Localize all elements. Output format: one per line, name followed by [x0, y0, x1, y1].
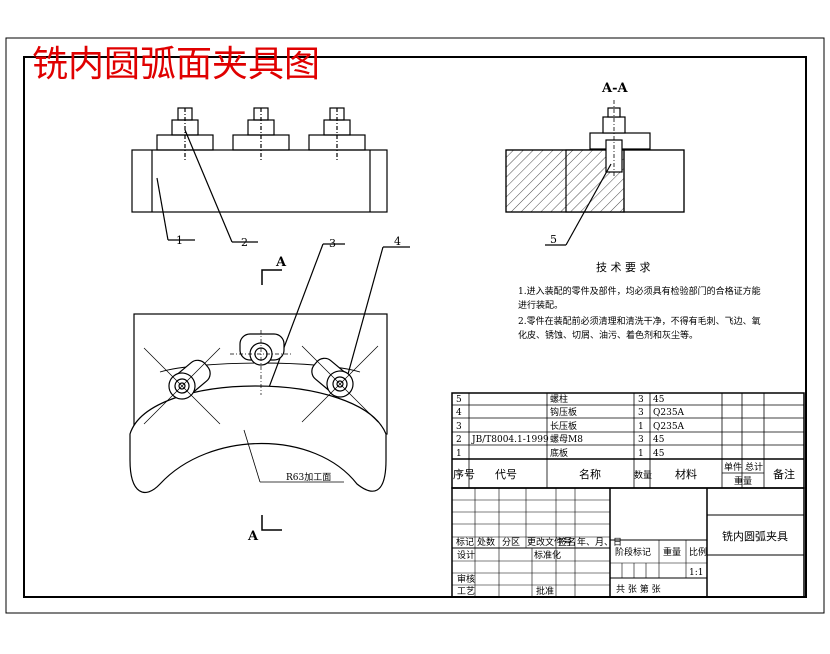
bom-table: [451, 392, 805, 489]
svg-text:螺母M8: 螺母M8: [550, 434, 583, 445]
svg-text:共 张 第 张: 共 张 第 张: [616, 583, 661, 595]
bom-row: 4 钩压板 3 Q235A: [456, 406, 685, 418]
svg-text:Q235A: Q235A: [653, 408, 685, 418]
svg-text:3: 3: [638, 408, 644, 418]
svg-text:名称: 名称: [579, 467, 601, 481]
svg-text:工艺: 工艺: [457, 586, 475, 597]
balloon-4: 4: [394, 235, 401, 248]
svg-text:重量: 重量: [734, 475, 752, 487]
svg-text:JB/T8004.1-1999: JB/T8004.1-1999: [471, 435, 549, 445]
svg-text:3: 3: [456, 422, 462, 432]
svg-text:审核: 审核: [457, 573, 475, 585]
title-block: [451, 487, 805, 598]
svg-text:3: 3: [638, 435, 644, 445]
svg-text:45: 45: [653, 395, 665, 405]
top-view: [129, 269, 388, 531]
bom-rows: 5 螺柱 3 45 4 钩压板 3 Q235A 3 长压板 1 Q235A 2 …: [453, 393, 795, 487]
bom-row: 3 长压板 1 Q235A: [456, 420, 685, 432]
section-mark-top: A: [275, 255, 287, 270]
section-view: [505, 100, 685, 246]
svg-text:长压板: 长压板: [550, 420, 577, 432]
balloon-3: 3: [329, 237, 336, 250]
r63-note: R63加工面: [286, 472, 331, 483]
bom-row: 1 底板 1 45: [456, 447, 665, 459]
bom-row: 2 JB/T8004.1-1999 螺母M8 3 45: [456, 434, 665, 445]
svg-text:1: 1: [638, 422, 644, 432]
svg-text:1: 1: [638, 449, 644, 459]
svg-text:代号: 代号: [495, 468, 517, 481]
svg-text:更改文件号: 更改文件号: [527, 536, 572, 548]
svg-text:Q235A: Q235A: [653, 422, 685, 432]
svg-text:1:1: 1:1: [689, 568, 703, 578]
svg-text:5: 5: [456, 395, 462, 405]
tech-heading: 技 术 要 求: [596, 261, 651, 274]
front-clamp-left: [156, 107, 214, 160]
balloon-1: 1: [176, 234, 183, 247]
tech-line-3: 2.零件在装配前必须清理和清洗干净，不得有毛刺、飞边、氧: [518, 315, 761, 327]
svg-text:签名: 签名: [558, 536, 576, 548]
outer-border: [5, 37, 825, 614]
tech-line-2: 进行装配。: [518, 299, 563, 311]
svg-text:标记: 标记: [456, 536, 474, 548]
inner-frame: [23, 56, 807, 598]
section-mark-bottom: A: [247, 529, 259, 544]
svg-text:设计: 设计: [457, 549, 475, 561]
svg-text:阶段标记: 阶段标记: [615, 546, 651, 558]
section-title: A-A: [601, 81, 628, 96]
svg-text:重量: 重量: [663, 546, 681, 558]
svg-text:单件: 单件: [724, 461, 742, 473]
tech-line-4: 化皮、锈蚀、切屑、油污、着色剂和灰尘等。: [518, 329, 698, 341]
tech-line-1: 1.进入装配的零件及部件，均必须具有检验部门的合格证方能: [518, 285, 761, 297]
balloon-2: 2: [241, 236, 248, 249]
svg-text:备注: 备注: [773, 467, 795, 481]
svg-text:1: 1: [456, 449, 462, 459]
front-clamp-middle: [232, 107, 290, 160]
svg-text:标准化: 标准化: [534, 549, 561, 561]
svg-text:批准: 批准: [536, 585, 554, 597]
svg-text:2: 2: [456, 435, 462, 445]
svg-text:总计: 总计: [745, 461, 763, 473]
svg-text:年、月、日: 年、月、日: [577, 536, 622, 548]
svg-text:钩压板: 钩压板: [550, 406, 577, 418]
svg-text:比例: 比例: [689, 546, 707, 558]
balloon-5: 5: [550, 233, 557, 246]
svg-text:序号: 序号: [453, 467, 475, 481]
svg-text:分区: 分区: [502, 537, 520, 548]
title-block-text: 标记 处数 分区 更改文件号 签名 年、月、日 设计 标准化 审核 工艺 批准 …: [456, 529, 788, 597]
front-view: [131, 107, 410, 399]
svg-text:底板: 底板: [550, 447, 568, 459]
section-markers: A A: [247, 255, 287, 544]
svg-text:45: 45: [653, 435, 665, 445]
bom-header-row: 序号 代号 名称 数量 材料 单件 总计 重量 备注: [453, 461, 795, 487]
balloon-labels-front: 1 2 3 4: [176, 234, 401, 250]
svg-text:数量: 数量: [634, 469, 652, 481]
svg-text:处数: 处数: [477, 536, 495, 548]
svg-text:3: 3: [638, 395, 644, 405]
tech-requirements: 技 术 要 求 1.进入装配的零件及部件，均必须具有检验部门的合格证方能 进行装…: [518, 261, 761, 341]
bom-row: 5 螺柱 3 45: [456, 393, 665, 405]
svg-text:铣内圆弧夹具: 铣内圆弧夹具: [722, 529, 788, 543]
drawing-title: 铣内圆弧面夹具图: [32, 44, 320, 85]
svg-text:螺柱: 螺柱: [550, 393, 568, 405]
svg-text:45: 45: [653, 449, 665, 459]
svg-text:材料: 材料: [675, 467, 697, 481]
svg-text:4: 4: [456, 408, 462, 418]
front-clamp-right: [308, 107, 366, 160]
